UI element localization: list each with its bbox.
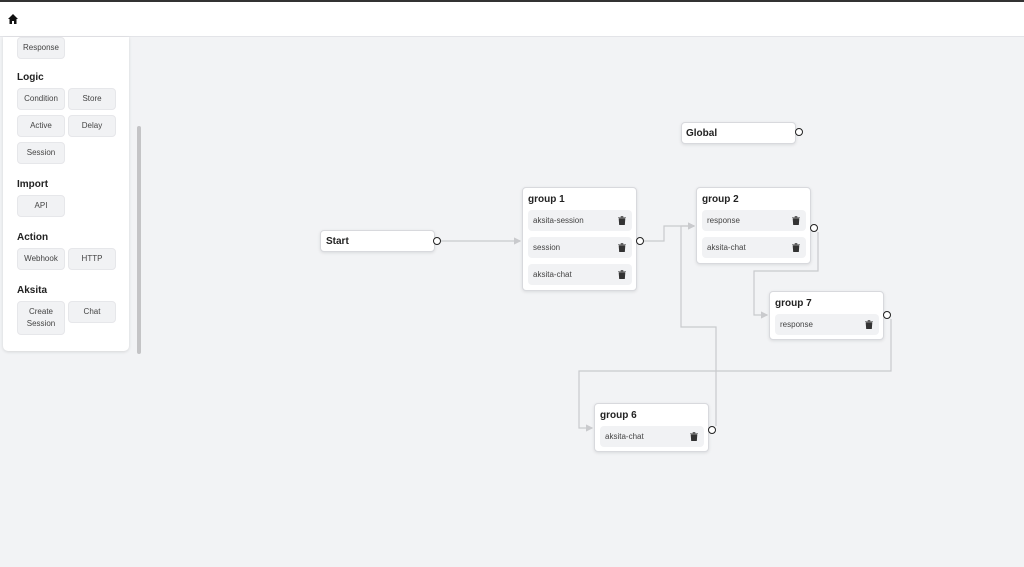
node-title: Start bbox=[326, 236, 349, 247]
group-6-node[interactable]: group 6 aksita-chat bbox=[594, 403, 709, 452]
node-title: group 6 bbox=[600, 410, 637, 421]
global-handle[interactable] bbox=[795, 128, 803, 136]
sidebar-scrollbar[interactable] bbox=[137, 126, 141, 354]
block-http[interactable]: HTTP bbox=[68, 248, 116, 270]
block-item[interactable]: response bbox=[702, 210, 806, 231]
group-1-handle[interactable] bbox=[636, 237, 644, 245]
block-webhook[interactable]: Webhook bbox=[17, 248, 65, 270]
edge-group6-group2[interactable] bbox=[680, 222, 717, 426]
block-label: aksita-chat bbox=[707, 243, 746, 252]
edge-group2-group7[interactable] bbox=[753, 232, 819, 319]
group-7-handle[interactable] bbox=[883, 311, 891, 319]
trash-icon[interactable] bbox=[618, 216, 626, 225]
group-6-handle[interactable] bbox=[708, 426, 716, 434]
block-active[interactable]: Active bbox=[17, 115, 65, 137]
trash-icon[interactable] bbox=[792, 243, 800, 252]
section-action: Action bbox=[17, 232, 49, 243]
node-title: group 2 bbox=[702, 194, 739, 205]
block-create-session[interactable]: Create Session bbox=[17, 301, 65, 335]
node-title: Global bbox=[686, 128, 718, 139]
block-store[interactable]: Store bbox=[68, 88, 116, 110]
block-item[interactable]: session bbox=[528, 237, 632, 258]
block-chat[interactable]: Chat bbox=[68, 301, 116, 323]
block-label: response bbox=[780, 320, 813, 329]
home-icon[interactable] bbox=[7, 13, 19, 25]
block-condition[interactable]: Condition bbox=[17, 88, 65, 110]
edge-group7-group6[interactable] bbox=[578, 319, 892, 432]
section-import: Import bbox=[17, 179, 49, 190]
block-label: aksita-session bbox=[533, 216, 584, 225]
block-item[interactable]: aksita-session bbox=[528, 210, 632, 231]
trash-icon[interactable] bbox=[618, 270, 626, 279]
block-api[interactable]: API bbox=[17, 195, 65, 217]
block-label: aksita-chat bbox=[533, 270, 572, 279]
block-label: session bbox=[533, 243, 561, 252]
block-response[interactable]: Response bbox=[17, 37, 65, 59]
block-label: aksita-chat bbox=[605, 432, 644, 441]
top-bar bbox=[0, 2, 1024, 37]
edge-group1-group2[interactable] bbox=[644, 222, 696, 242]
block-item[interactable]: aksita-chat bbox=[702, 237, 806, 258]
trash-icon[interactable] bbox=[865, 320, 873, 329]
section-aksita: Aksita bbox=[17, 285, 48, 296]
block-palette: Response Logic Condition Store Active De… bbox=[3, 37, 129, 351]
group-7-node[interactable]: group 7 response bbox=[769, 291, 884, 340]
node-title: group 7 bbox=[775, 298, 812, 309]
block-label: response bbox=[707, 216, 740, 225]
block-delay[interactable]: Delay bbox=[68, 115, 116, 137]
block-item[interactable]: aksita-chat bbox=[600, 426, 704, 447]
group-1-node[interactable]: group 1 aksita-session session aksita-ch… bbox=[522, 187, 637, 291]
section-logic: Logic bbox=[17, 72, 44, 83]
block-item[interactable]: aksita-chat bbox=[528, 264, 632, 285]
start-handle[interactable] bbox=[433, 237, 441, 245]
trash-icon[interactable] bbox=[618, 243, 626, 252]
global-node[interactable]: Global bbox=[681, 122, 796, 144]
group-2-handle[interactable] bbox=[810, 224, 818, 232]
trash-icon[interactable] bbox=[690, 432, 698, 441]
block-session[interactable]: Session bbox=[17, 142, 65, 164]
trash-icon[interactable] bbox=[792, 216, 800, 225]
block-item[interactable]: response bbox=[775, 314, 879, 335]
group-2-node[interactable]: group 2 response aksita-chat bbox=[696, 187, 811, 264]
node-title: group 1 bbox=[528, 194, 565, 205]
start-node[interactable]: Start bbox=[320, 230, 435, 252]
